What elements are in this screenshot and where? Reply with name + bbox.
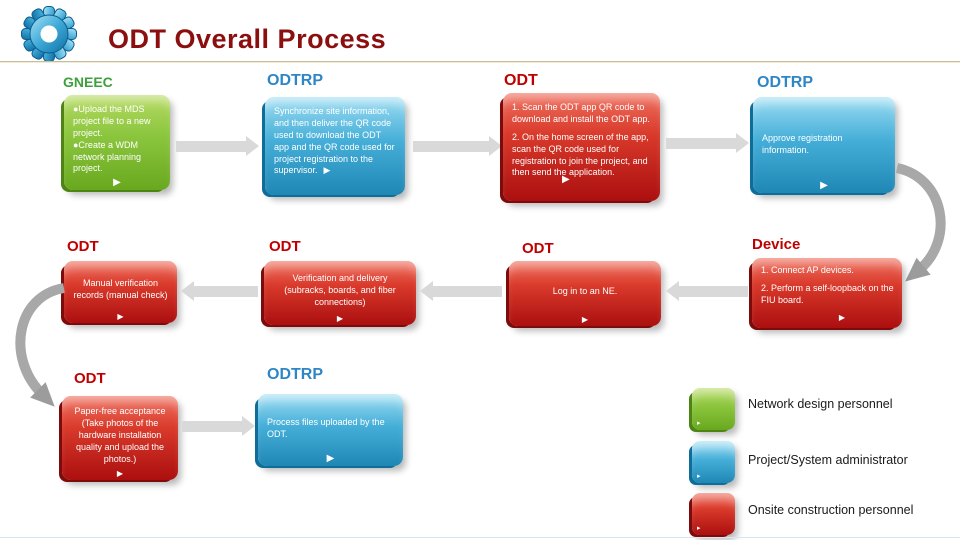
box-text: Log in to an NE.	[552, 285, 618, 296]
play-icon: ▶	[116, 469, 124, 478]
process-box-paper-free-acceptance: Paper-free acceptance (Take photos of th…	[62, 396, 178, 480]
play-icon: ▶	[323, 165, 331, 176]
play-icon: ▶	[113, 177, 121, 188]
play-icon: ▶	[581, 315, 589, 324]
legend-label: Network design personnel	[748, 397, 893, 411]
column-label-odtrp-2: ODTRP	[757, 74, 813, 91]
box-text: Verification and delivery (subracks, boa…	[284, 273, 396, 307]
flow-arrow-right-shaft	[413, 141, 489, 152]
curved-arrow-left-icon	[15, 283, 66, 407]
header-divider	[0, 61, 960, 63]
play-icon: ▸	[697, 525, 701, 532]
flow-arrow-right-shaft	[176, 141, 246, 152]
flow-arrow-left-shaft	[194, 286, 258, 297]
process-box-login-ne: Log in to an NE. ▶	[509, 261, 661, 326]
box-text: 1. Scan the ODT app QR code to download …	[512, 102, 650, 124]
column-label-odt-row2-2: ODT	[269, 238, 301, 255]
flow-arrow-right-head-icon	[489, 136, 502, 156]
legend-swatch-green: ▸	[692, 388, 735, 430]
flow-arrow-left-shaft	[433, 286, 502, 297]
legend-swatch-blue: ▸	[692, 441, 735, 483]
box-text: 1. Connect AP devices.	[761, 265, 854, 275]
box-text: Manual verification records (manual chec…	[73, 278, 168, 300]
box-text: Process files uploaded by the ODT.	[267, 417, 385, 439]
box-text: ●Upload the MDS project file to a new pr…	[73, 104, 151, 138]
flow-arrow-left-head-icon	[666, 281, 679, 301]
box-text: 2. Perform a self-loopback on the FIU bo…	[761, 282, 894, 305]
process-box-connect-ap: 1. Connect AP devices. 2. Perform a self…	[752, 258, 902, 328]
process-box-sync-site: Synchronize site information, and then d…	[265, 97, 405, 195]
flow-arrow-right-head-icon	[242, 416, 255, 436]
play-icon: ▶	[117, 312, 124, 321]
play-icon: ▸	[697, 473, 701, 480]
gear-icon	[21, 6, 77, 62]
curved-arrow-right-icon	[895, 163, 946, 282]
column-label-odt-1: ODT	[504, 72, 538, 89]
flow-arrow-right-head-icon	[246, 136, 259, 156]
play-icon: ▶	[326, 453, 335, 464]
flow-arrow-right-shaft	[182, 421, 242, 432]
page-title: ODT Overall Process	[108, 24, 387, 54]
box-text: 2. On the home screen of the app, scan t…	[512, 131, 649, 178]
play-icon: ▸	[697, 420, 701, 427]
box-text: Approve registration information.	[762, 133, 843, 155]
play-icon: ▶	[820, 180, 828, 191]
flow-arrow-left-head-icon	[420, 281, 433, 301]
column-label-odt-row2-3: ODT	[522, 240, 554, 257]
flow-arrow-left-shaft	[679, 286, 748, 297]
column-label-odt-row3: ODT	[74, 370, 106, 387]
footer-divider	[0, 537, 960, 538]
column-label-gneec: GNEEC	[63, 74, 113, 90]
flow-arrow-right-shaft	[666, 138, 736, 149]
process-box-approve-registration: Approve registration information. ▶	[753, 97, 895, 193]
play-icon: ▶	[838, 313, 846, 322]
flow-arrow-left-head-icon	[181, 281, 194, 301]
box-text: Synchronize site information, and then d…	[274, 106, 395, 176]
legend-label: Project/System administrator	[748, 453, 908, 467]
play-icon: ▶	[561, 174, 570, 185]
play-icon: ▶	[336, 314, 344, 323]
process-box-gneec: ●Upload the MDS project file to a new pr…	[64, 95, 170, 190]
legend-label: Onsite construction personnel	[748, 503, 914, 517]
box-text: Paper-free acceptance (Take photos of th…	[74, 406, 166, 464]
column-label-odt-row2-1: ODT	[67, 238, 99, 255]
process-box-process-files: Process files uploaded by the ODT. ▶	[258, 394, 403, 466]
legend-swatch-red: ▸	[692, 493, 735, 535]
process-box-verification-delivery: Verification and delivery (subracks, boa…	[264, 261, 416, 325]
column-label-device: Device	[752, 236, 801, 253]
column-label-odtrp-row3: ODTRP	[267, 366, 323, 383]
box-text: ●Create a WDM network planning project.	[73, 139, 142, 174]
flow-arrow-right-head-icon	[736, 133, 749, 153]
column-label-odtrp-1: ODTRP	[267, 72, 323, 89]
process-box-scan-qr: 1. Scan the ODT app QR code to download …	[503, 93, 660, 201]
process-box-manual-verification: Manual verification records (manual chec…	[64, 261, 177, 323]
